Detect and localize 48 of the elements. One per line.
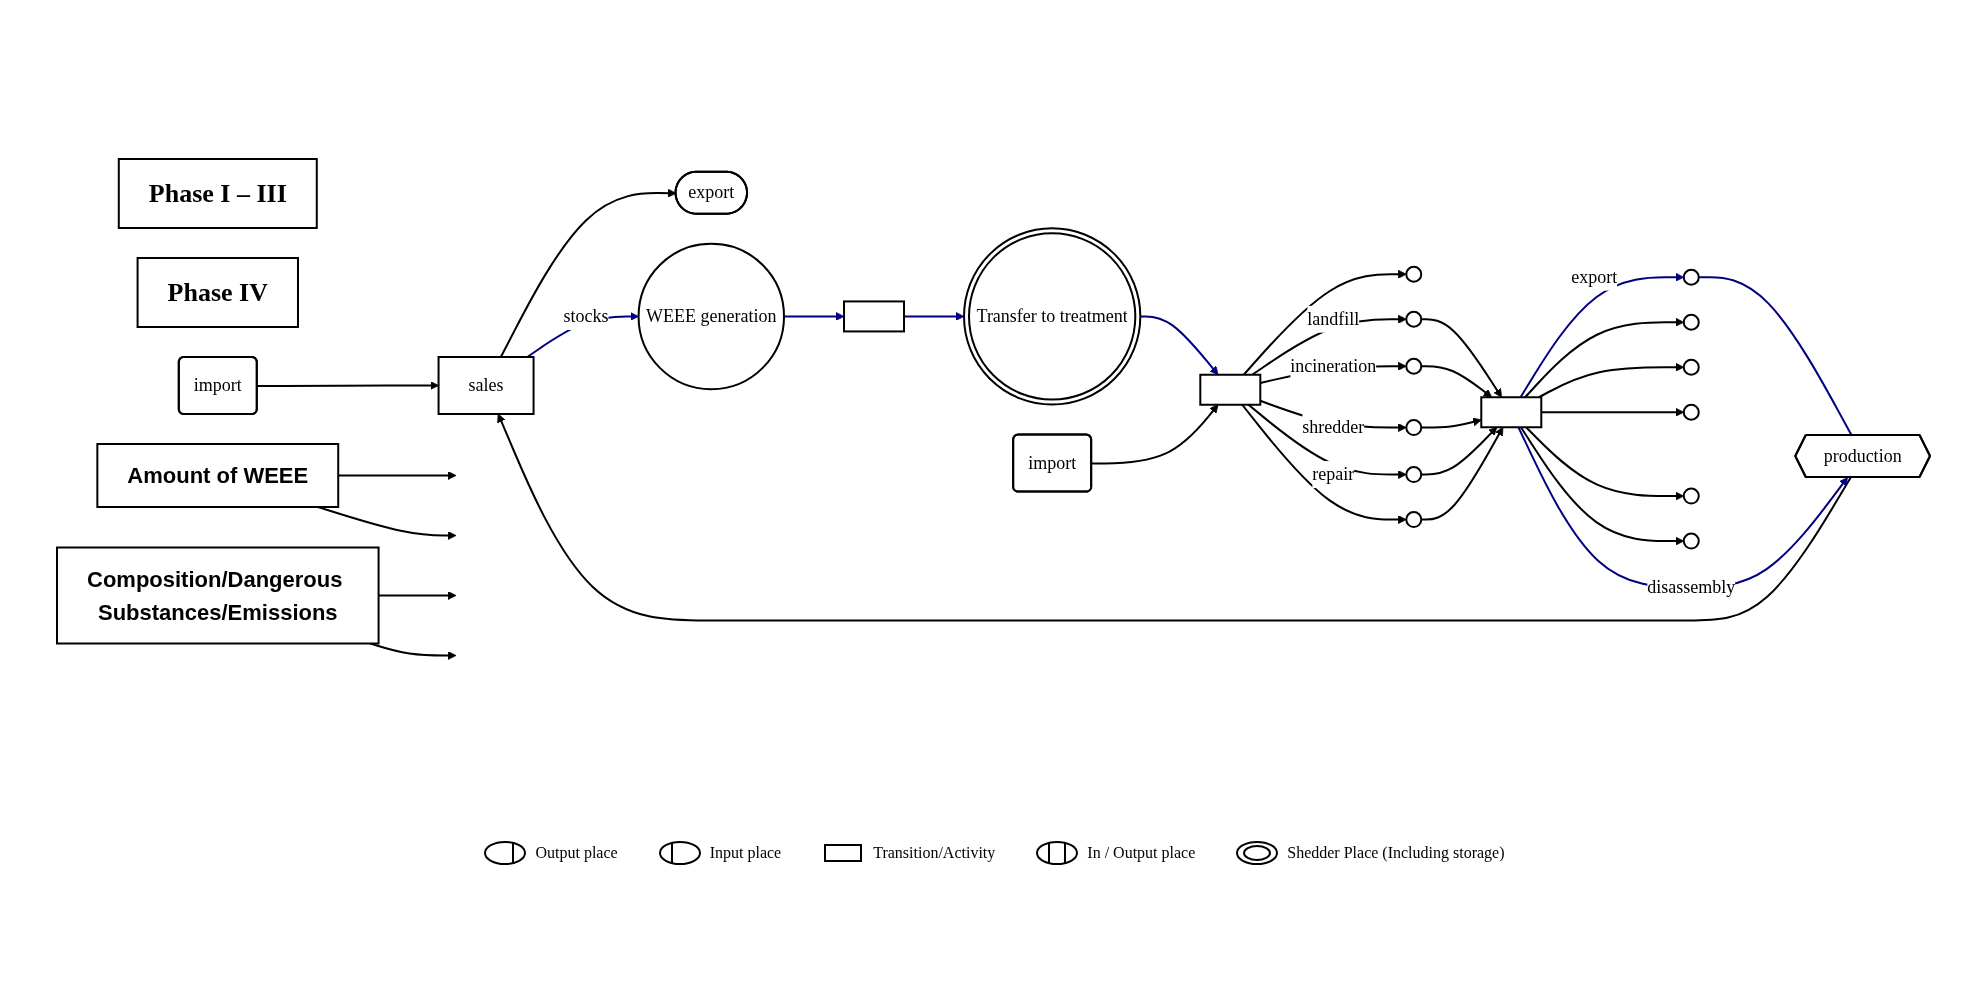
node-box: Composition/Dangerous Substances/Emissions	[56, 546, 381, 645]
arrow	[497, 413, 1853, 622]
legend-label: In / Output place	[1087, 844, 1196, 862]
node-circle	[1405, 466, 1423, 484]
edge-label: incineration	[1290, 356, 1377, 376]
node-circle	[1405, 511, 1423, 529]
arrow	[1520, 273, 1685, 399]
edge-label: landfill	[1307, 309, 1360, 329]
edge-label: disassembly	[1647, 576, 1736, 597]
node-circle	[1683, 487, 1701, 505]
edge-label: shredder	[1302, 417, 1365, 438]
legend-label: Transition/Activity	[873, 844, 996, 862]
arrow	[1248, 404, 1408, 480]
edge-label: repair	[1312, 464, 1355, 485]
edge-label: export	[1571, 267, 1618, 287]
node-circle	[1405, 311, 1423, 328]
node-box: Phase I – III	[118, 158, 319, 230]
edge-label: stocks	[564, 306, 610, 327]
arrow	[1241, 404, 1408, 525]
arrow	[1420, 427, 1498, 476]
legend-label: Shedder Place (Including storage)	[1287, 844, 1505, 862]
node-box: sales	[438, 356, 536, 416]
node-circle	[1683, 359, 1701, 376]
node-box: Phase IV	[137, 257, 300, 329]
node-circle: WEEE generation	[638, 242, 786, 391]
arrow	[1420, 365, 1493, 398]
node-circle	[1683, 532, 1701, 550]
arrow	[1091, 404, 1219, 465]
arrow	[1420, 318, 1503, 398]
node-box	[1480, 396, 1543, 429]
node-circle	[1683, 314, 1701, 331]
connector	[1698, 276, 1854, 437]
arrow	[1524, 318, 1685, 399]
node-circle	[1405, 419, 1423, 437]
node-box	[1199, 374, 1262, 406]
node-circle	[1405, 358, 1423, 375]
arrow	[1538, 363, 1685, 399]
node-circle	[1405, 266, 1423, 283]
arrow	[1520, 426, 1685, 546]
legend-label: Input place	[709, 844, 782, 862]
node-box	[843, 300, 906, 333]
node-box: Amount of WEEE	[96, 443, 340, 509]
node-circle: Transfer to treatment	[963, 227, 1142, 406]
arrow	[1525, 426, 1685, 501]
arrow	[1420, 427, 1504, 521]
legend-label: Output place	[535, 844, 618, 862]
node-circle	[1683, 404, 1701, 421]
node-circle	[1683, 269, 1701, 286]
